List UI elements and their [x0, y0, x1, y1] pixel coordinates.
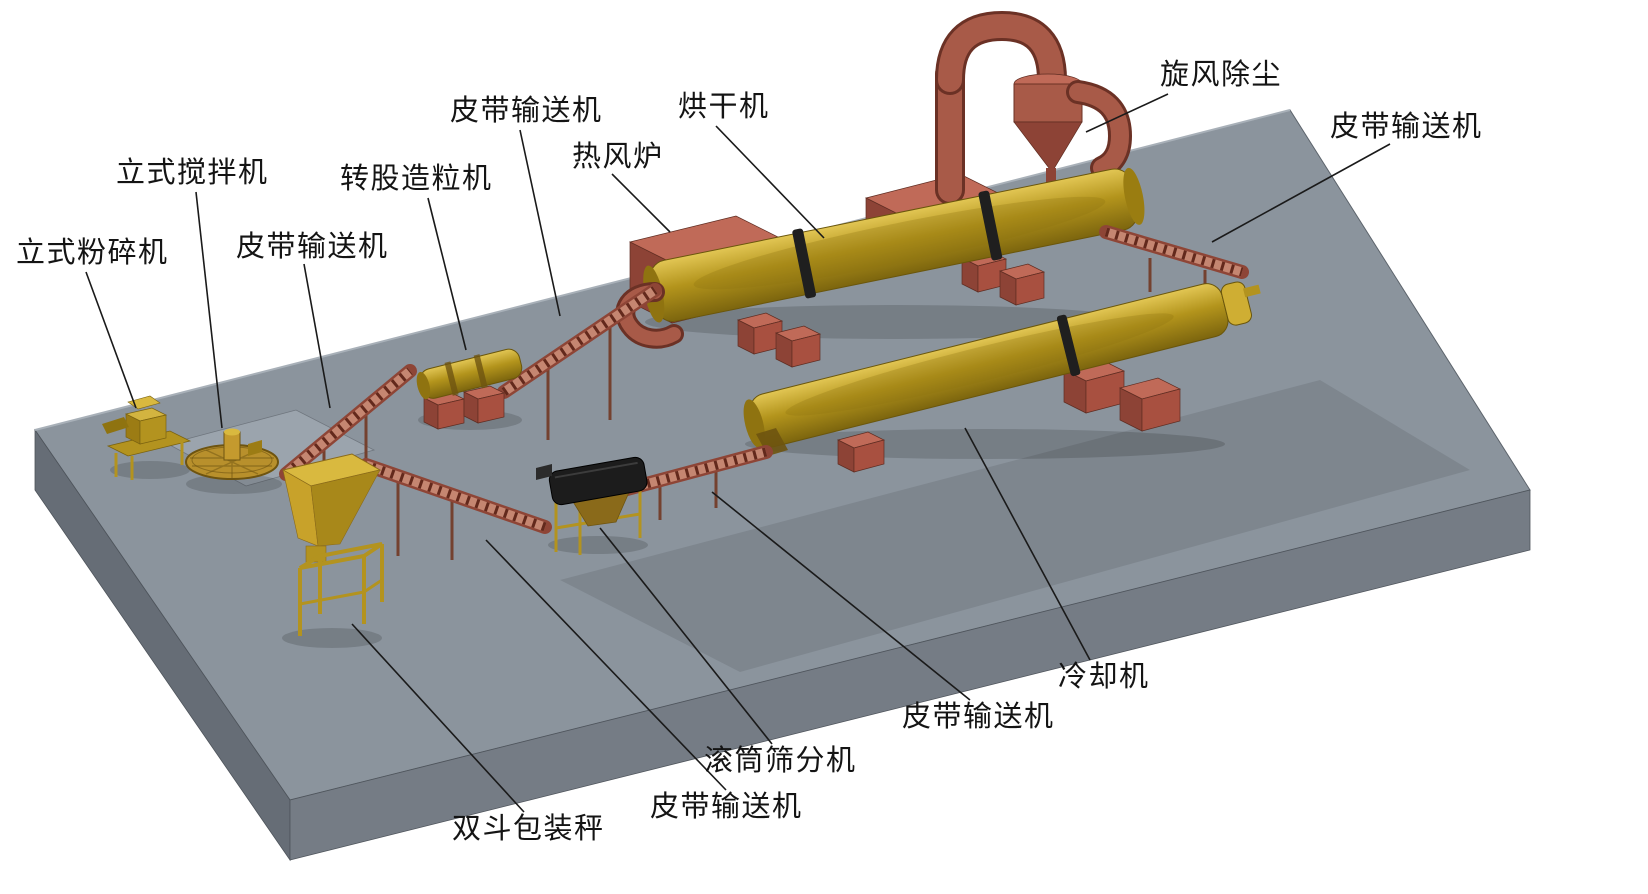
rotary-granulator [416, 348, 523, 430]
cyclone-arch-pipe [938, 13, 1064, 92]
cooler [743, 281, 1261, 456]
support-block [998, 263, 1046, 306]
cyclone-cone [1013, 121, 1083, 173]
support-right [853, 439, 885, 473]
support-block [736, 312, 784, 355]
label-belt-conveyor-4: 皮带输送机 [902, 699, 1055, 733]
label-cyclone: 旋风除尘 [1160, 57, 1282, 91]
packing-scale-shadow [282, 628, 382, 648]
label-dryer: 烘干机 [678, 89, 770, 123]
leader-line-belt-conveyor-2 [519, 129, 561, 317]
leader-line-belt-conveyor-1 [303, 263, 331, 409]
granulator-ring [444, 361, 459, 396]
conveyor-rungs [1104, 227, 1244, 277]
label-belt-conveyor-3: 皮带输送机 [1330, 109, 1483, 143]
screener-shadow [548, 536, 648, 554]
mixer-shadow [186, 474, 282, 494]
screener-drum [548, 456, 648, 506]
belt-conveyor-2 [497, 283, 662, 440]
label-hot-air-furnace: 热风炉 [572, 139, 664, 173]
vertical-crusher [102, 395, 192, 480]
support-block [1063, 359, 1125, 414]
support-right [1141, 388, 1181, 432]
leader-line-cooler [964, 427, 1091, 661]
cooler-riding-ring [1056, 314, 1081, 377]
label-belt-conveyor-2: 皮带输送机 [450, 93, 603, 127]
mixer-drive-top [224, 428, 240, 436]
belt-conveyor-5 [359, 458, 552, 560]
crusher-shadow [110, 461, 190, 479]
label-belt-conveyor-1: 皮带输送机 [236, 229, 389, 263]
packing-frame-brace [363, 578, 383, 594]
mixer-drive-column [223, 431, 241, 461]
leader-line-belt-conveyor-3 [1211, 143, 1391, 243]
granulator-drum-group [416, 348, 523, 400]
label-vertical-mixer: 立式搅拌机 [116, 155, 269, 189]
leader-line-rotary-granulator [427, 197, 467, 351]
cooler-drum-group [743, 281, 1261, 449]
label-drum-screener: 滚筒筛分机 [704, 743, 857, 777]
cooler-end-stub [1243, 284, 1261, 298]
platform [34, 109, 1531, 862]
dryer-right-cap [1123, 167, 1145, 225]
support-block [462, 385, 506, 424]
belt-conveyor-3 [1099, 225, 1249, 302]
dryer [615, 167, 1145, 349]
cyclone-dust-collector [935, 10, 1133, 205]
packing-hopper-side [310, 469, 381, 547]
label-rotary-granulator: 转股造粒机 [340, 161, 493, 195]
label-packing-scale: 双斗包装秤 [452, 811, 605, 845]
screener-motor [536, 464, 552, 480]
dryer-riding-ring [978, 190, 1003, 261]
leader-line-vertical-mixer [195, 191, 223, 429]
cooler-end-head [1220, 281, 1252, 326]
screener-drum-group [548, 456, 648, 506]
mixer-gearbox [248, 440, 262, 456]
labels: 立式粉碎机 立式搅拌机 皮带输送机 转股造粒机 皮带输送机 热风炉 烘干机 旋风… [16, 57, 1483, 845]
support-block [1119, 377, 1181, 432]
support-block [837, 431, 885, 473]
label-vertical-crusher: 立式粉碎机 [16, 235, 169, 269]
cyclone-outlet-pipe [1069, 83, 1130, 177]
label-cooler: 冷却机 [1058, 659, 1150, 693]
leader-line-vertical-crusher [85, 271, 137, 409]
cyclone-tip [1046, 168, 1056, 184]
platform-front-face [289, 489, 1531, 861]
leader-line-drum-screener [599, 527, 773, 745]
dryer-drum-group [643, 167, 1145, 323]
crusher-body-right [139, 414, 167, 445]
dryer-riding-ring [792, 228, 816, 299]
support-right [791, 333, 821, 368]
conveyor-rungs [283, 367, 413, 478]
double-hopper-packing-scale [281, 453, 384, 636]
leader-lines [85, 93, 1391, 813]
granulator-ring [473, 354, 488, 389]
support-right [437, 398, 465, 430]
label-belt-conveyor-5: 皮带输送机 [650, 789, 803, 823]
drum-screener [536, 456, 648, 555]
packing-frame-brace [299, 590, 365, 606]
leader-line-belt-conveyor-4 [711, 491, 971, 701]
dryer-drum-texture [693, 196, 1106, 290]
leader-line-hot-air-furnace [611, 173, 671, 233]
leader-line-packing-scale [351, 623, 525, 813]
leader-line-cyclone [1085, 93, 1169, 133]
leader-line-belt-conveyor-5 [485, 539, 727, 791]
cooler-supports [837, 359, 1181, 473]
support-right [1015, 271, 1045, 306]
support-right [477, 392, 505, 424]
leader-line-dryer [715, 125, 825, 239]
conveyor-rungs [501, 286, 658, 396]
vertical-mixer [185, 428, 279, 480]
platform-shade-patch [560, 380, 1470, 672]
conveyor-rungs [364, 460, 547, 532]
screener-drum-highlight [554, 461, 638, 479]
cooler-discharge-chute [756, 428, 788, 456]
granulator-left-cap [416, 371, 431, 400]
crusher-motor [102, 417, 129, 434]
support-block [774, 325, 822, 368]
cooler-drum-texture [785, 313, 1174, 416]
